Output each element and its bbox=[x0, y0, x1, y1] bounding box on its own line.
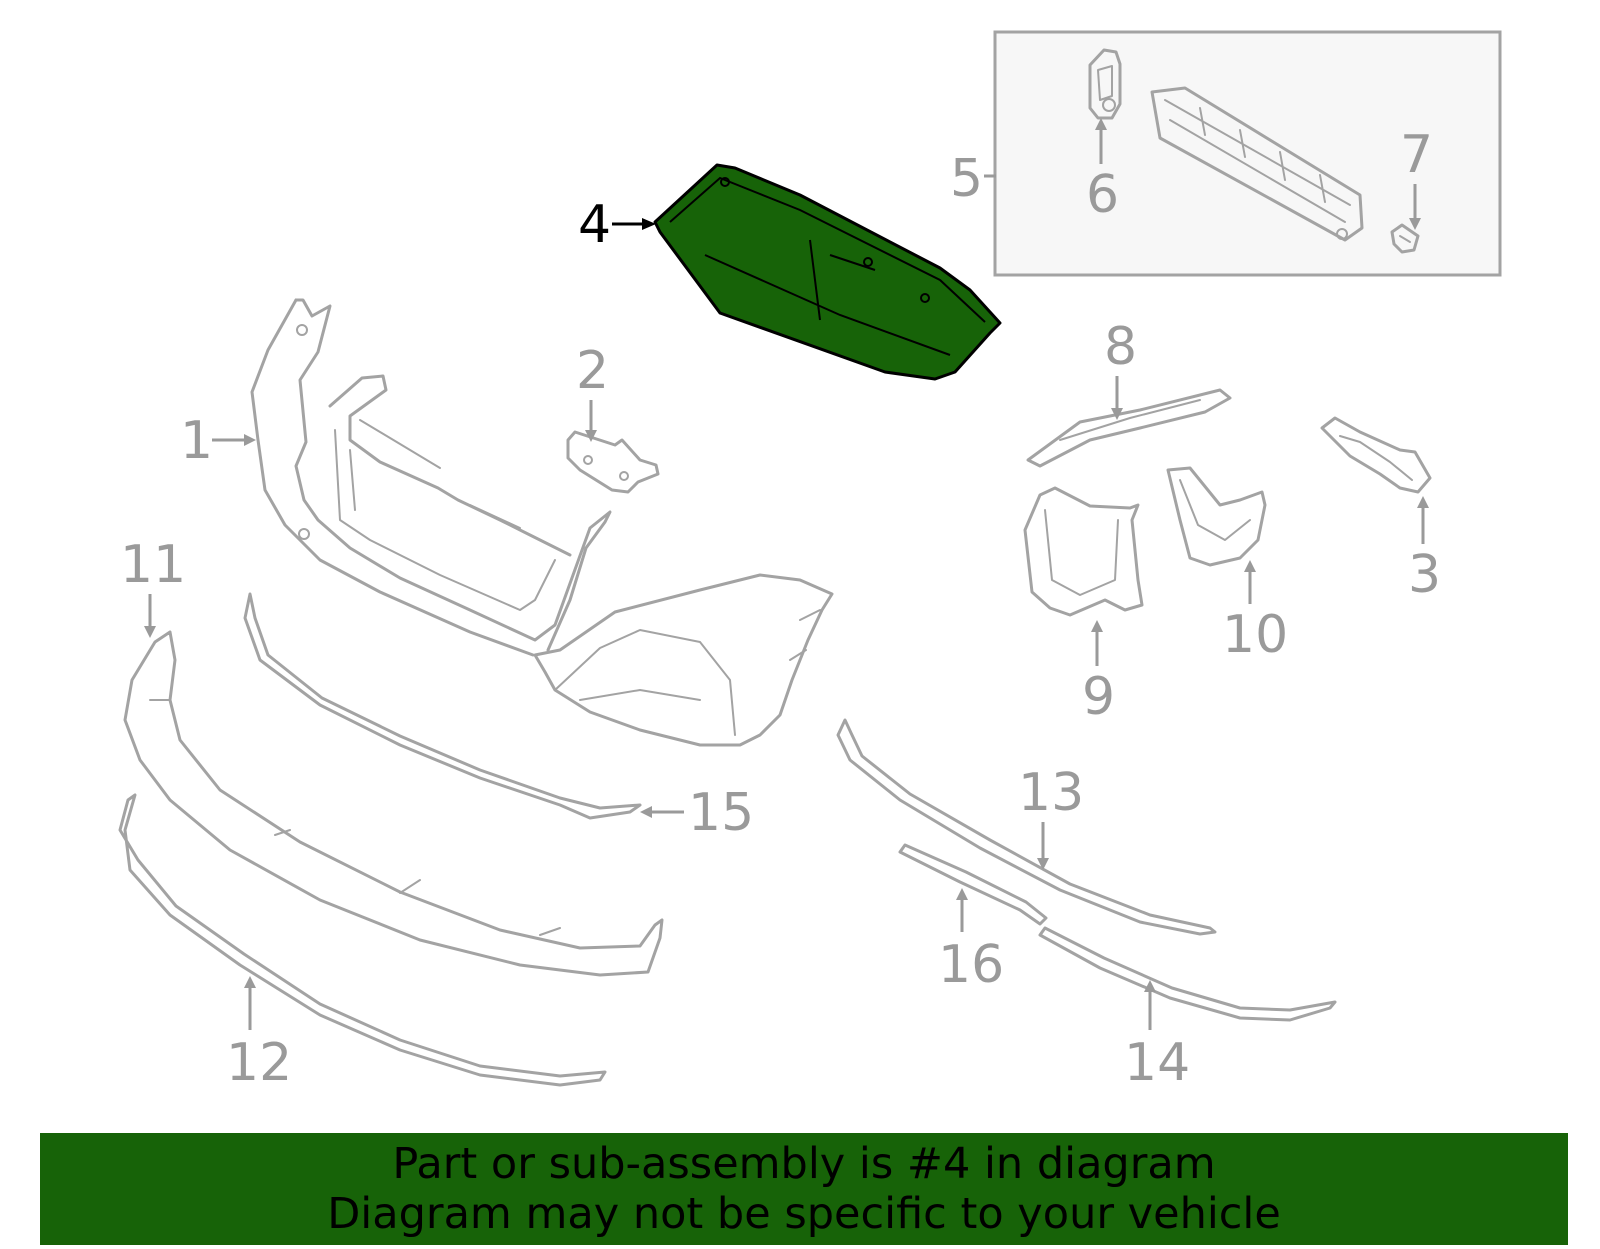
callout-15[interactable]: 15 bbox=[640, 783, 754, 843]
callout-8[interactable]: 8 bbox=[1104, 317, 1137, 420]
callout-2[interactable]: 2 bbox=[576, 341, 609, 442]
part-8-support bbox=[1026, 388, 1232, 468]
callout-14[interactable]: 14 bbox=[1124, 980, 1190, 1093]
banner-line-1: Part or sub-assembly is #4 in diagram bbox=[392, 1139, 1216, 1189]
part-16-strip bbox=[898, 843, 1048, 926]
bumper-cover bbox=[533, 573, 834, 747]
callout-4[interactable]: 4 bbox=[578, 195, 656, 255]
svg-text:10: 10 bbox=[1222, 605, 1288, 665]
part-13-strip bbox=[836, 718, 1217, 936]
part-12-strip bbox=[118, 793, 607, 1087]
info-banner: Part or sub-assembly is #4 in diagram Di… bbox=[40, 1133, 1568, 1245]
svg-text:2: 2 bbox=[576, 341, 609, 401]
callout-7[interactable]: 7 bbox=[1400, 125, 1433, 230]
part-9-housing bbox=[1023, 486, 1144, 617]
callout-12[interactable]: 12 bbox=[226, 976, 292, 1093]
svg-text:14: 14 bbox=[1124, 1033, 1190, 1093]
part-14-strip bbox=[1038, 926, 1337, 1022]
svg-text:15: 15 bbox=[688, 783, 754, 843]
svg-text:8: 8 bbox=[1104, 317, 1137, 377]
part-11-valance bbox=[123, 630, 664, 977]
svg-text:9: 9 bbox=[1082, 667, 1115, 727]
part-2-bracket bbox=[566, 430, 660, 494]
part-7-clip bbox=[1390, 223, 1420, 254]
callout-1[interactable]: 1 bbox=[180, 411, 256, 471]
part-15-strip bbox=[243, 592, 642, 820]
callout-13[interactable]: 13 bbox=[1018, 763, 1084, 870]
svg-text:6: 6 bbox=[1086, 165, 1119, 225]
svg-text:16: 16 bbox=[938, 935, 1004, 995]
callout-10[interactable]: 10 bbox=[1222, 560, 1288, 665]
svg-text:11: 11 bbox=[120, 535, 186, 595]
part-10-bracket bbox=[1166, 466, 1267, 567]
svg-text:1: 1 bbox=[180, 411, 213, 471]
svg-text:3: 3 bbox=[1408, 545, 1441, 605]
svg-text:4: 4 bbox=[578, 195, 611, 255]
part-3-side-bracket bbox=[1320, 416, 1432, 494]
part-5-beam bbox=[1150, 86, 1364, 242]
callout-5[interactable]: 5 bbox=[950, 149, 996, 209]
svg-text:5: 5 bbox=[950, 149, 983, 209]
callout-9[interactable]: 9 bbox=[1082, 620, 1115, 727]
svg-text:12: 12 bbox=[226, 1033, 292, 1093]
banner-line-2: Diagram may not be specific to your vehi… bbox=[327, 1189, 1281, 1239]
callout-16[interactable]: 16 bbox=[938, 888, 1004, 995]
callout-3[interactable]: 3 bbox=[1408, 496, 1441, 605]
svg-text:7: 7 bbox=[1400, 125, 1433, 185]
part-4-upper-cover bbox=[653, 163, 1002, 381]
part-6-bracket bbox=[1088, 48, 1122, 120]
callout-11[interactable]: 11 bbox=[120, 535, 186, 638]
part-1-bumper-frame bbox=[250, 298, 612, 657]
svg-text:13: 13 bbox=[1018, 763, 1084, 823]
callout-6[interactable]: 6 bbox=[1086, 118, 1119, 225]
